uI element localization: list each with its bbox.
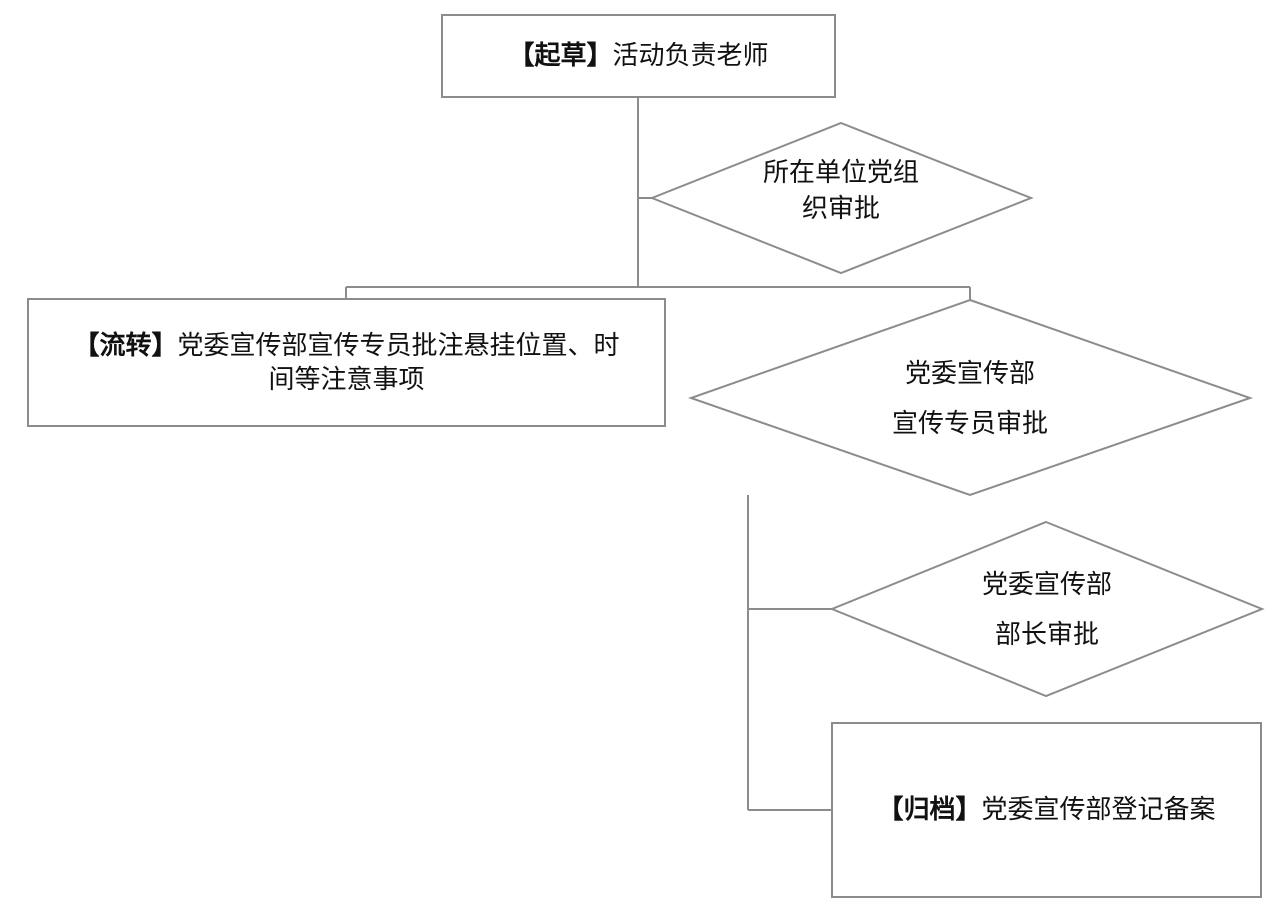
- specialist-approval-label: 党委宣传部 宣传专员审批: [800, 349, 1140, 449]
- draft-box[interactable]: 【起草】活动负责老师: [441, 14, 836, 98]
- unit-approval-label: 所在单位党组 织审批: [700, 155, 982, 227]
- minister-approval-label: 党委宣传部 部长审批: [897, 560, 1197, 660]
- unit-approval-line2: 织审批: [801, 194, 880, 224]
- minister-approval-diamond: [829, 520, 1265, 698]
- specialist-approval-diamond: [687, 298, 1254, 497]
- archive-tag: 【归档】: [877, 794, 982, 825]
- specialist-approval-line1: 党委宣传部: [904, 359, 1035, 389]
- circulate-box[interactable]: 【流转】党委宣传部宣传专员批注悬挂位置、时 间等注意事项: [27, 298, 666, 427]
- circulate-line1: 党委宣传部宣传专员批注悬挂位置、时: [177, 330, 620, 361]
- draft-label: 活动负责老师: [612, 40, 769, 71]
- archive-box[interactable]: 【归档】党委宣传部登记备案: [831, 722, 1262, 898]
- specialist-approval-line2: 宣传专员审批: [891, 409, 1048, 439]
- minister-approval-line2: 部长审批: [994, 620, 1099, 650]
- archive-label: 党委宣传部登记备案: [981, 794, 1216, 825]
- draft-tag: 【起草】: [508, 40, 613, 71]
- unit-approval-diamond: [649, 121, 1034, 275]
- minister-approval-line1: 党委宣传部: [981, 570, 1112, 600]
- circulate-line2: 间等注意事项: [268, 364, 425, 395]
- circulate-tag: 【流转】: [73, 330, 178, 361]
- unit-approval-line1: 所在单位党组: [762, 158, 919, 188]
